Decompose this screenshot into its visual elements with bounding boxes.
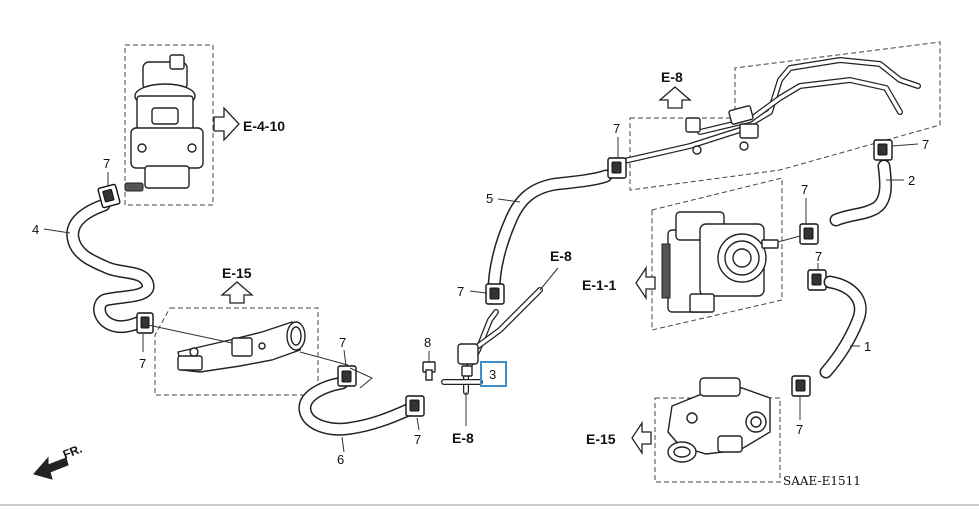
water-pipe-assembly xyxy=(617,57,921,165)
throttle-body xyxy=(661,211,779,313)
label-part-7-pipe-left: 7 xyxy=(613,121,620,136)
clamp-7-hose2-top xyxy=(873,139,893,161)
ref-arrow-egr xyxy=(213,106,240,142)
diagram-code: SAAE-E1511 xyxy=(783,474,861,488)
ref-arrow-water-upper xyxy=(220,281,254,304)
label-part-1: 1 xyxy=(864,339,871,354)
ref-label-throttle-body: E-1-1 xyxy=(582,277,616,293)
ref-label-water-outlet-upper: E-15 xyxy=(222,265,252,281)
ref-label-egr-valve: E-4-10 xyxy=(243,118,285,134)
label-part-3: 3 xyxy=(489,367,496,382)
label-part-7-hose1-bottom: 7 xyxy=(796,422,803,437)
clamp-7-hose6-top xyxy=(337,365,357,387)
clamp-7-throttle-bottom xyxy=(807,269,827,291)
pipe-junction-3 xyxy=(441,287,543,395)
clamp-7-egr xyxy=(97,183,121,209)
label-part-7-hose2-top: 7 xyxy=(922,137,929,152)
label-part-6: 6 xyxy=(337,452,344,467)
ref-label-pipe-right: E-8 xyxy=(550,248,572,264)
water-outlet-upper xyxy=(177,321,306,373)
ref-arrow-water-lower xyxy=(631,420,652,456)
label-part-2: 2 xyxy=(908,173,915,188)
ref-arrow-throttle xyxy=(635,265,656,301)
ref-label-pipe-bottom: E-8 xyxy=(452,430,474,446)
ref-arrow-pipe-top xyxy=(658,86,692,109)
clamp-7-hose5 xyxy=(485,283,505,305)
clamp-7-throttle-top xyxy=(799,223,819,245)
label-part-5: 5 xyxy=(486,191,493,206)
bolt-8 xyxy=(422,361,436,381)
label-part-7-throttle-bottom: 7 xyxy=(815,249,822,264)
egr-valve-group-box xyxy=(124,44,214,206)
front-direction-arrow-icon xyxy=(33,456,69,480)
label-part-7-egr: 7 xyxy=(103,156,110,171)
clamp-7-hose6-right xyxy=(405,395,425,417)
label-part-7-hose5: 7 xyxy=(457,284,464,299)
label-part-8: 8 xyxy=(424,335,431,350)
egr-valve xyxy=(124,54,204,192)
clamp-7-left xyxy=(136,312,154,334)
ref-label-water-outlet-lower: E-15 xyxy=(586,431,616,447)
label-part-4: 4 xyxy=(32,222,39,237)
label-part-7-throttle-top: 7 xyxy=(801,182,808,197)
throttle-body-group-box xyxy=(651,177,783,331)
front-direction-label: FR. xyxy=(61,442,84,462)
ref-label-pipe-top: E-8 xyxy=(661,69,683,85)
label-part-7-hose6-right: 7 xyxy=(414,432,421,447)
label-part-7-left: 7 xyxy=(139,356,146,371)
pipe-3-highlight-box xyxy=(480,361,507,387)
pipe-assembly-group-box xyxy=(629,41,941,191)
water-outlet-upper-group-box xyxy=(154,307,319,396)
clamp-7-hose1-bottom xyxy=(791,375,811,397)
water-outlet-lower xyxy=(667,377,771,463)
label-part-7-hose6-top: 7 xyxy=(339,335,346,350)
clamp-7-pipe-left xyxy=(607,157,627,179)
